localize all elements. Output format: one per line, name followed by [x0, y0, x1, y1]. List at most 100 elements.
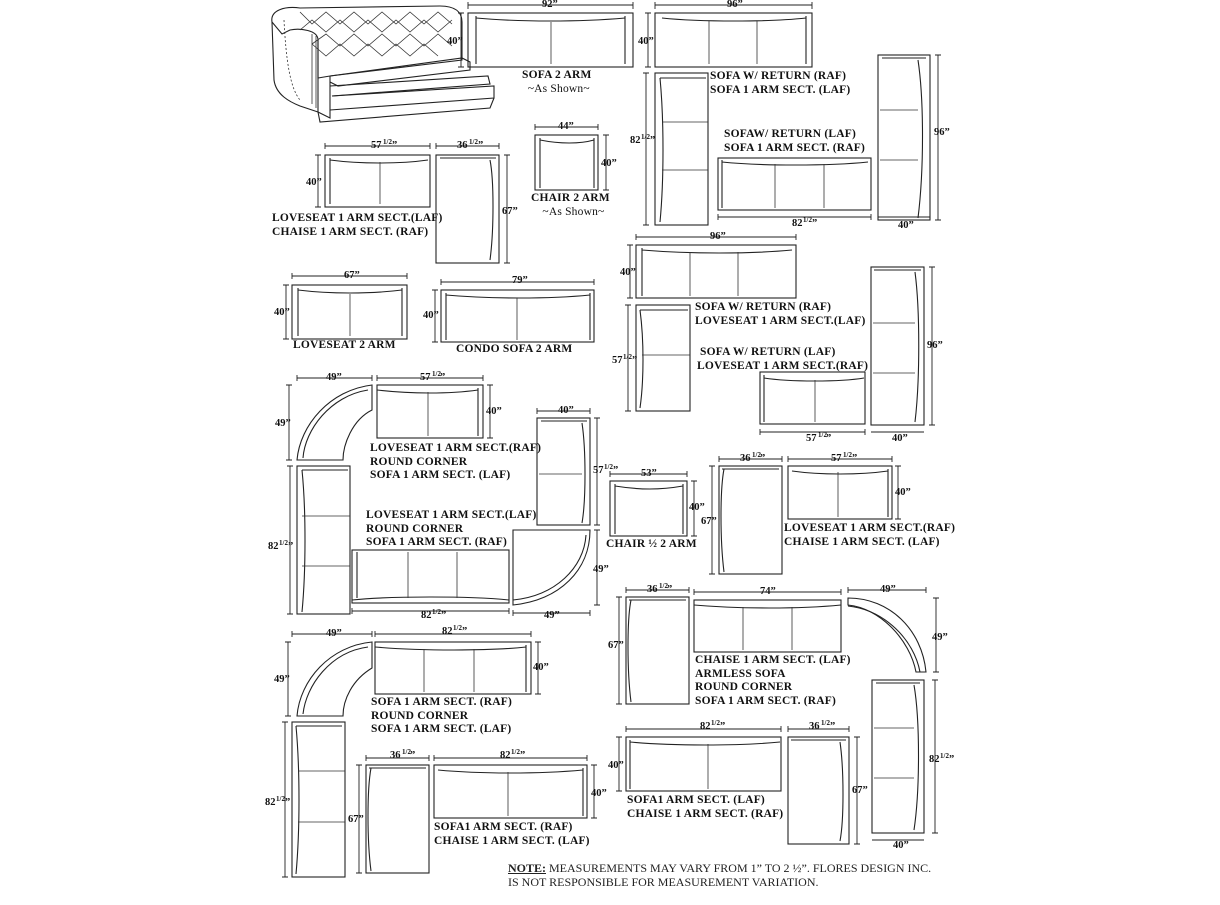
svg-text:40”: 40”	[447, 36, 463, 47]
svg-text:1/2: 1/2	[843, 451, 852, 459]
loveseat-chaise-drawing: 57 1/2 ” 40” 36 1/2 ” 67”	[306, 138, 518, 264]
svg-text:”: ”	[650, 135, 655, 146]
label-line: SOFA 1 ARM SECT. (RAF)	[695, 694, 837, 707]
svg-text:82: 82	[421, 610, 432, 621]
svg-text:40”: 40”	[486, 406, 502, 417]
svg-text:49”: 49”	[880, 584, 896, 595]
svg-text:”: ”	[285, 797, 290, 808]
svg-text:40”: 40”	[895, 487, 911, 498]
svg-text:92”: 92”	[542, 0, 558, 10]
svg-text:”: ”	[667, 584, 672, 595]
svg-text:82: 82	[929, 754, 940, 765]
label-line: ~As Shown~	[542, 205, 605, 218]
svg-text:49”: 49”	[326, 372, 342, 383]
svg-text:57: 57	[420, 372, 431, 383]
sofa-chaise-raf-drawing: 82 1/2 ” 40” 36 1/2 ” 67”	[608, 719, 868, 845]
label-line: LOVESEAT 1 ARM SECT.(LAF)	[695, 314, 866, 327]
label-line: ROUND CORNER	[366, 522, 464, 535]
svg-text:44”: 44”	[558, 121, 574, 132]
label-line: SOFA 1 ARM SECT. (RAF)	[724, 141, 866, 154]
svg-text:96”: 96”	[727, 0, 743, 10]
label-line: ROUND CORNER	[695, 681, 793, 693]
sofa-return-laf-drawing: 82 1/2 ” 96” 40”	[717, 54, 950, 231]
chaise-armless-corner-drawing: 36 1/2 ” 67” 74” 49” 49” 82 1/2 ” 40”	[608, 582, 954, 851]
label-condo-sofa: CONDO SOFA 2 ARM	[456, 343, 572, 357]
loveseat-2-arm-drawing: 67” 40”	[274, 270, 408, 340]
svg-text:67”: 67”	[502, 206, 518, 217]
svg-text:1/2: 1/2	[432, 370, 441, 378]
label-line: SOFA1 ARM SECT. (RAF)	[434, 821, 573, 833]
chair-2-arm-drawing: 44” 40”	[534, 121, 617, 191]
measurement-note: NOTE: MEASUREMENTS MAY VARY FROM 1” TO 2…	[508, 861, 931, 889]
note-prefix: NOTE:	[508, 861, 547, 875]
label-sofa-return-loveseat-laf: SOFA W/ RETURN (LAF) LOVESEAT 1 ARM SECT…	[697, 346, 868, 373]
svg-text:”: ”	[462, 626, 467, 637]
label-line: LOVESEAT 2 ARM	[293, 339, 396, 351]
svg-text:49”: 49”	[932, 632, 948, 643]
label-line: SOFA 2 ARM	[522, 69, 592, 81]
label-line: CHAISE 1 ARM SECT. (LAF)	[434, 834, 590, 847]
label-line: LOVESEAT 1 ARM SECT.(LAF)	[366, 509, 537, 521]
svg-text:57: 57	[593, 465, 604, 476]
label-loveseat-chaise-raf: LOVESEAT 1 ARM SECT.(RAF) CHAISE 1 ARM S…	[784, 522, 955, 549]
note-line-2: IS NOT RESPONSIBLE FOR MEASUREMENT VARIA…	[508, 875, 819, 889]
svg-text:36: 36	[647, 584, 658, 595]
svg-text:40”: 40”	[274, 307, 290, 318]
svg-text:1/2: 1/2	[511, 748, 520, 756]
svg-text:40”: 40”	[591, 788, 607, 799]
label-line: CONDO SOFA 2 ARM	[456, 343, 573, 355]
svg-text:1/2: 1/2	[276, 795, 285, 803]
svg-text:49”: 49”	[326, 628, 342, 639]
svg-text:79”: 79”	[512, 275, 528, 286]
svg-text:1/2: 1/2	[821, 719, 830, 727]
svg-text:”: ”	[760, 453, 765, 464]
svg-text:”: ”	[826, 433, 831, 444]
svg-text:1/2: 1/2	[752, 451, 761, 459]
label-chaise-armless-corner: CHAISE 1 ARM SECT. (LAF) ARMLESS SOFA RO…	[695, 654, 851, 708]
svg-text:67”: 67”	[344, 270, 360, 281]
svg-text:40”: 40”	[558, 405, 574, 416]
sofa-chaise-laf-drawing: 36 1/2 ” 67” 82 1/2 ” 40”	[348, 748, 607, 874]
label-line: SOFA 1 ARM SECT. (LAF)	[710, 83, 851, 96]
label-line: CHAISE 1 ARM SECT. (RAF)	[627, 807, 784, 820]
svg-text:67”: 67”	[348, 814, 364, 825]
svg-text:”: ”	[288, 541, 293, 552]
svg-text:1/2: 1/2	[623, 353, 632, 361]
svg-text:40”: 40”	[898, 220, 914, 231]
svg-text:36: 36	[457, 140, 468, 151]
label-line: LOVESEAT 1 ARM SECT.(RAF)	[697, 359, 869, 372]
label-corner-loveseat: LOVESEAT 1 ARM SECT.(RAF) ROUND CORNER S…	[370, 442, 541, 483]
label-line: ROUND CORNER	[371, 709, 469, 722]
svg-text:96”: 96”	[710, 231, 726, 242]
svg-text:96”: 96”	[927, 340, 943, 351]
svg-text:49”: 49”	[274, 674, 290, 685]
svg-text:82: 82	[442, 626, 453, 637]
label-line: SOFA W/ RETURN (LAF)	[700, 346, 836, 358]
label-line: ARMLESS SOFA	[695, 667, 786, 680]
svg-text:57: 57	[806, 433, 817, 444]
label-line: LOVESEAT 1 ARM SECT.(RAF)	[370, 442, 542, 454]
svg-text:36: 36	[809, 721, 820, 732]
label-chair-half: CHAIR ½ 2 ARM	[606, 538, 697, 552]
svg-text:40”: 40”	[893, 840, 909, 851]
svg-text:”: ”	[478, 140, 483, 151]
label-sofa-chaise-raf: SOFA1 ARM SECT. (LAF) CHAISE 1 ARM SECT.…	[627, 794, 783, 821]
label-line: CHAIR 2 ARM	[531, 192, 610, 204]
label-line: LOVESEAT 1 ARM SECT.(LAF)	[272, 212, 443, 224]
svg-text:57: 57	[371, 140, 382, 151]
svg-text:40”: 40”	[608, 760, 624, 771]
label-line: LOVESEAT 1 ARM SECT.(RAF)	[784, 522, 956, 534]
svg-text:82: 82	[792, 218, 803, 229]
svg-text:40”: 40”	[689, 502, 705, 513]
svg-text:”: ”	[812, 218, 817, 229]
svg-text:82: 82	[500, 750, 511, 761]
label-sofa-return-96: SOFA W/ RETURN (RAF) SOFA 1 ARM SECT. (L…	[710, 70, 850, 97]
label-line: CHAISE 1 ARM SECT. (RAF)	[272, 225, 429, 238]
svg-text:1/2: 1/2	[469, 138, 478, 146]
svg-text:67”: 67”	[852, 785, 868, 796]
label-line: SOFA W/ RETURN (RAF)	[695, 301, 832, 313]
svg-text:”: ”	[440, 372, 445, 383]
svg-text:57: 57	[831, 453, 842, 464]
svg-text:”: ”	[852, 453, 857, 464]
